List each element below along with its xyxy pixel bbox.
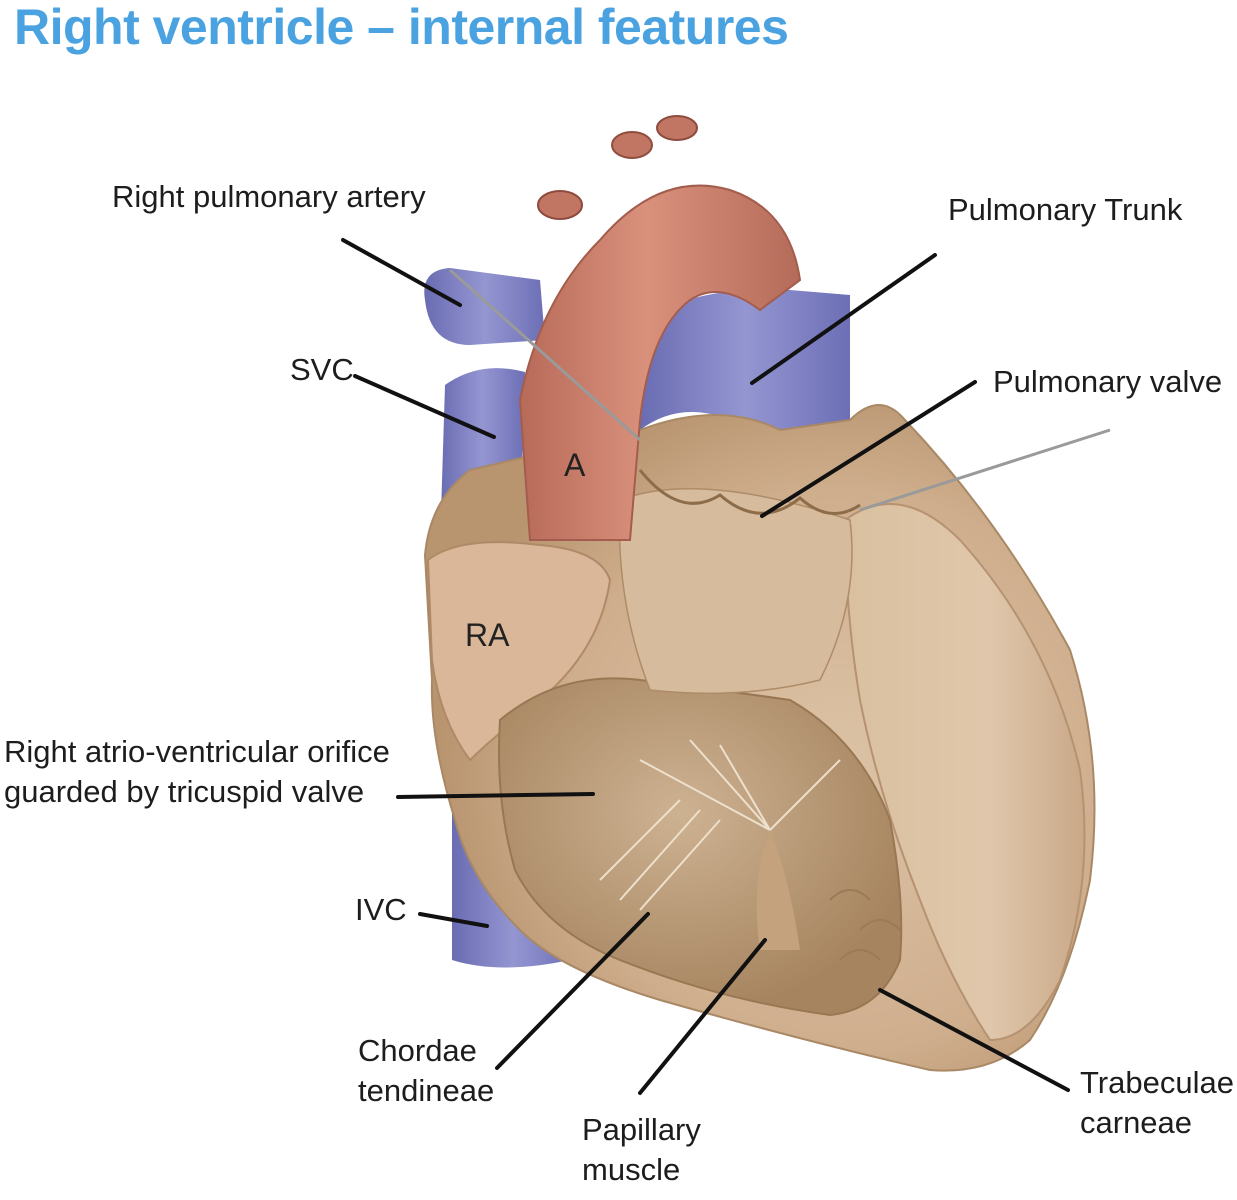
heart-body — [423, 404, 1096, 1072]
label-chordae-line2: tendineae — [358, 1072, 495, 1108]
probe-line — [859, 428, 1111, 512]
page-title: Right ventricle – internal features — [14, 0, 789, 55]
label-svc: SVC — [290, 352, 354, 387]
label-chordae-line1: Chordae — [358, 1033, 477, 1068]
leader-ivc — [418, 912, 489, 928]
label-papillary-line1: Papillary — [582, 1112, 701, 1147]
label-av-orifice-line2: guarded by tricuspid valve — [4, 773, 365, 809]
label-right-atrium: RA — [465, 617, 510, 653]
label-trabeculae-line1: Trabeculae — [1080, 1065, 1234, 1100]
label-papillary-line2: muscle — [582, 1151, 681, 1187]
label-pulmonary-trunk: Pulmonary Trunk — [948, 192, 1183, 227]
label-papillary-muscle: Papillary muscle — [582, 1110, 701, 1189]
leader-svc — [353, 374, 496, 439]
leader-av-orifice — [396, 792, 595, 799]
label-aorta: A — [564, 447, 586, 483]
label-ivc: IVC — [355, 892, 407, 927]
pulmonary-trunk-vessel — [640, 289, 850, 441]
leader-trabeculae — [878, 988, 1070, 1092]
label-trabeculae-line2: carneae — [1080, 1104, 1193, 1140]
leader-pulmonary-trunk — [750, 253, 937, 385]
leader-chordae — [495, 912, 650, 1070]
label-trabeculae-carneae: Trabeculae carneae — [1080, 1063, 1234, 1142]
leader-pulmonary-valve — [760, 380, 977, 518]
label-av-orifice-line1: Right atrio-ventricular orifice — [4, 734, 390, 769]
probe-line — [448, 268, 642, 442]
label-av-orifice: Right atrio-ventricular orifice guarded … — [4, 732, 390, 811]
leader-papillary — [638, 938, 767, 1095]
leader-right-pulmonary-artery — [341, 238, 462, 307]
label-pulmonary-valve: Pulmonary valve — [993, 364, 1223, 399]
aorta-vessel — [518, 115, 802, 541]
label-chordae-tendineae: Chordae tendineae — [358, 1031, 494, 1110]
label-right-pulmonary-artery: Right pulmonary artery — [112, 179, 426, 214]
